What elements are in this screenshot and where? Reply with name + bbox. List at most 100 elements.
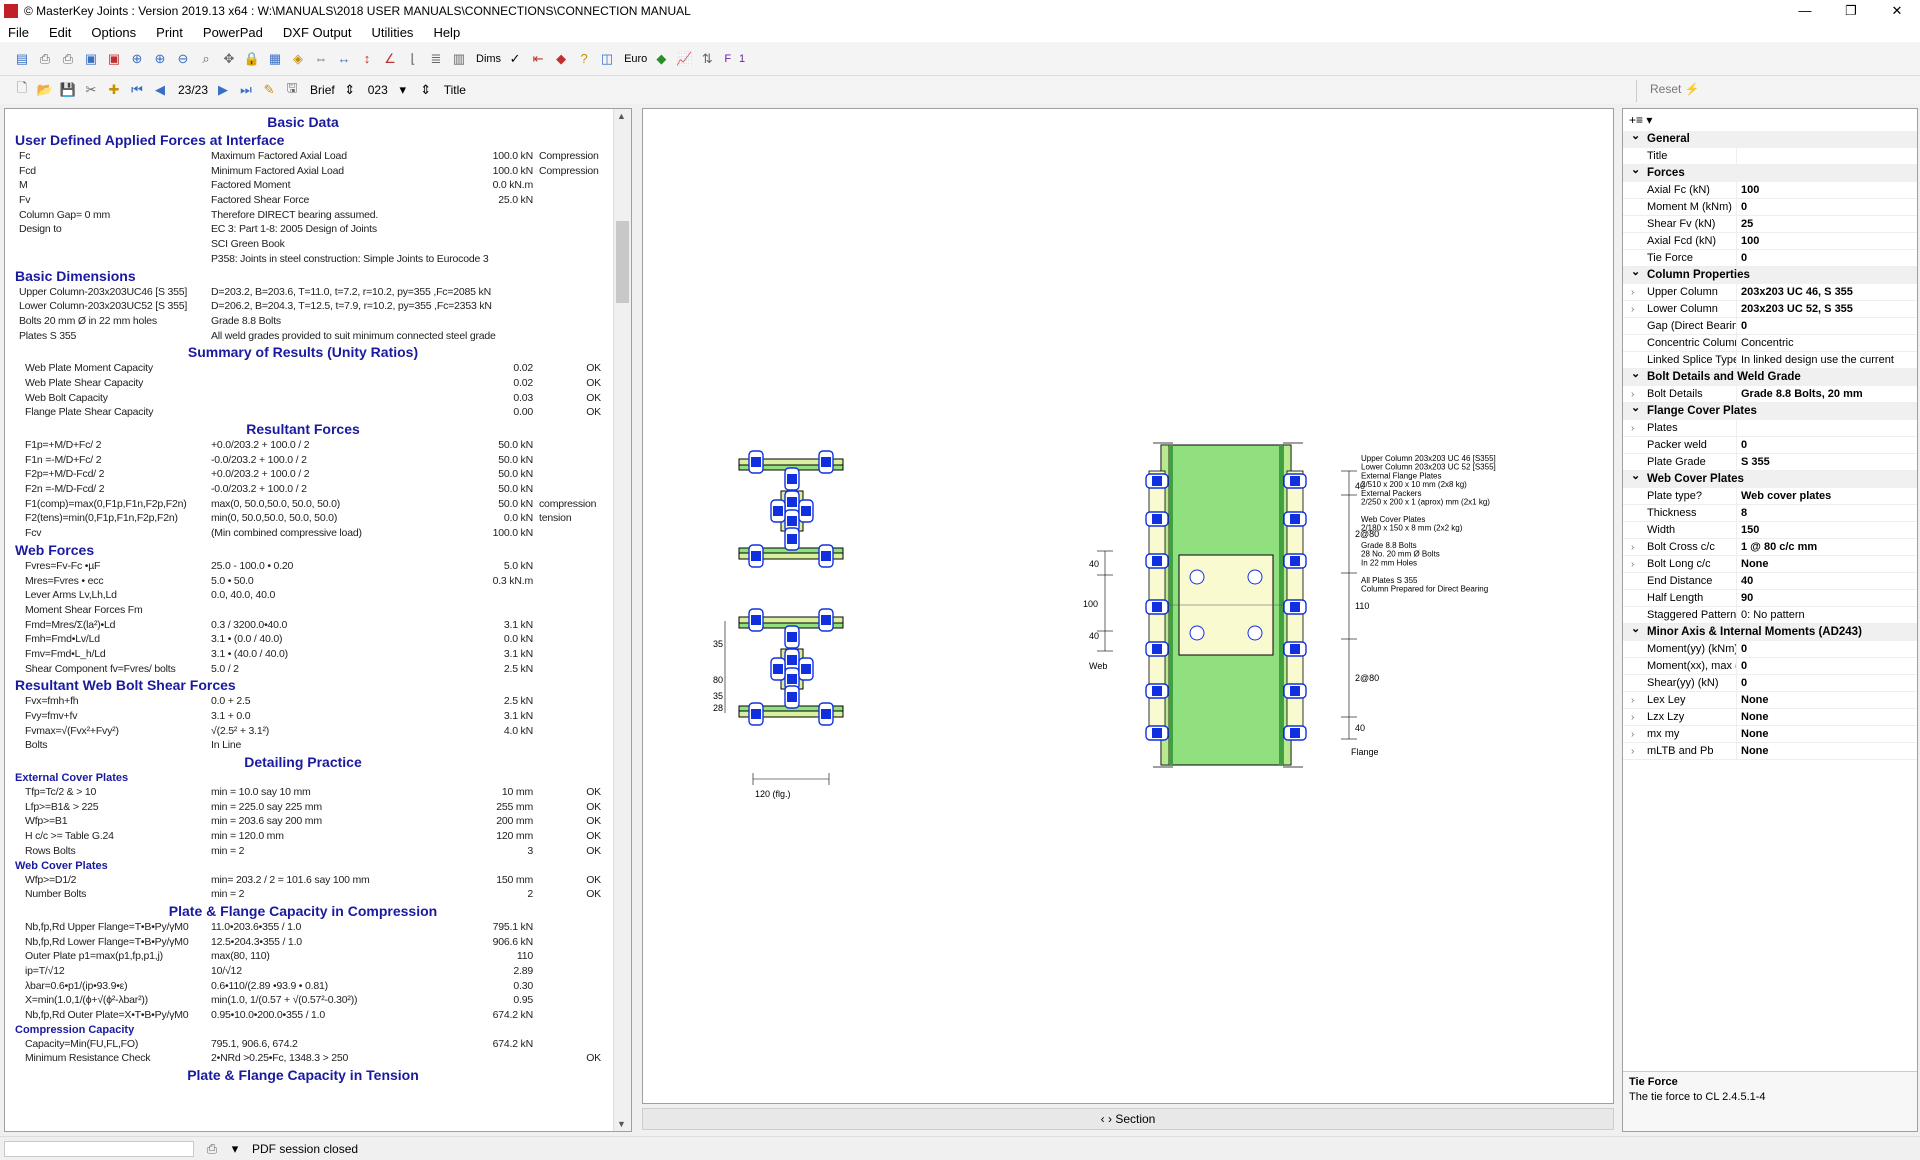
next-page-icon[interactable]: ▶ (218, 82, 229, 97)
zoom-in-icon[interactable]: ⊕ (154, 50, 166, 66)
preview-icon[interactable]: ▤ (15, 50, 29, 66)
printer-icon[interactable]: ⎙ (206, 1140, 218, 1156)
property-row[interactable]: Gap (Direct Bearing)0 (1623, 318, 1917, 335)
expand-icon[interactable]: › (1631, 423, 1635, 434)
property-value[interactable]: 150 (1737, 522, 1917, 539)
property-row[interactable]: Title (1623, 148, 1917, 165)
brief-spinner-icon[interactable]: ⇕ (344, 82, 356, 97)
first-page-icon[interactable]: ⏮ (131, 82, 143, 97)
menu-dxf-output[interactable]: DXF Output (282, 24, 352, 40)
menu-options[interactable]: Options (91, 24, 137, 40)
scroll-up-icon[interactable]: ▲ (617, 111, 626, 121)
property-row[interactable]: Shear Fv (kN)25 (1623, 216, 1917, 233)
property-row[interactable]: Axial Fcd (kN)100 (1623, 233, 1917, 250)
property-value[interactable]: 25 (1737, 216, 1917, 233)
property-value[interactable] (1737, 420, 1917, 437)
title-toggle[interactable]: Title (443, 83, 466, 97)
menu-print[interactable]: Print (156, 24, 183, 40)
check-icon[interactable]: ✓ (509, 50, 521, 66)
property-category[interactable]: Flange Cover Plates (1623, 400, 1917, 420)
property-value[interactable]: 0 (1737, 675, 1917, 692)
pan-icon[interactable]: ✥ (223, 50, 235, 66)
drawing-canvas[interactable]: 35 80 35 28 120 (flg.) (642, 108, 1614, 1104)
reset-button[interactable]: Reset ⚡ (1650, 82, 1700, 96)
tools-icon[interactable]: ✎ (263, 82, 275, 97)
scroll-thumb[interactable] (616, 221, 629, 303)
property-row[interactable]: ›Plates (1623, 420, 1917, 437)
euro-toggle[interactable]: Euro (624, 52, 648, 65)
expand-icon[interactable]: › (1631, 695, 1635, 706)
property-category[interactable]: Column Properties (1623, 264, 1917, 284)
3d-view-icon[interactable]: ◆ (656, 50, 667, 66)
property-value[interactable]: 0 (1737, 250, 1917, 267)
zoom-window-icon[interactable]: ⊕ (131, 50, 143, 66)
property-category[interactable]: Bolt Details and Weld Grade (1623, 366, 1917, 386)
expand-icon[interactable]: › (1631, 559, 1635, 570)
property-row[interactable]: Shear(yy) (kN)0 (1623, 675, 1917, 692)
property-value[interactable]: None (1737, 709, 1917, 726)
layers-icon[interactable]: ▥ (452, 50, 466, 66)
property-value[interactable]: Grade 8.8 Bolts, 20 mm (1737, 386, 1917, 403)
zoom-extents-icon[interactable]: ⌕ (202, 50, 210, 66)
drawing-view-selector[interactable]: ‹ › Section (642, 1108, 1614, 1130)
number-spinner-icon[interactable]: ⇕ (420, 82, 432, 97)
property-category[interactable]: Forces (1623, 162, 1917, 182)
menu-utilities[interactable]: Utilities (371, 24, 414, 40)
property-row[interactable]: Moment(yy) (kNm)0 (1623, 641, 1917, 658)
property-row[interactable]: Axial Fc (kN)100 (1623, 182, 1917, 199)
property-value[interactable]: 203x203 UC 46, S 355 (1737, 284, 1917, 301)
printer-dropdown-icon[interactable]: ▾ (231, 1140, 239, 1156)
dim-horizontal-icon[interactable]: ↔ (337, 51, 351, 66)
arrows-icon[interactable]: ⇔ (314, 51, 328, 66)
fill-icon[interactable]: ◈ (293, 50, 303, 66)
report-scrollbar[interactable]: ▲ ▼ (613, 109, 631, 1131)
menu-powerpad[interactable]: PowerPad (202, 24, 263, 40)
number-select[interactable]: 023 (367, 83, 388, 97)
property-value[interactable]: 40 (1737, 573, 1917, 590)
menu-edit[interactable]: Edit (48, 24, 72, 40)
number-dropdown-icon[interactable]: ▾ (399, 82, 407, 97)
last-page-icon[interactable]: ⏭ (240, 82, 252, 97)
property-value[interactable]: None (1737, 726, 1917, 743)
chart-icon[interactable]: 📈 (676, 50, 693, 66)
dim-angle-icon[interactable]: ∠ (384, 50, 396, 66)
save-icon[interactable]: 💾 (59, 82, 77, 97)
expand-icon[interactable]: › (1631, 287, 1635, 298)
expand-icon[interactable]: › (1631, 729, 1635, 740)
split-view-icon[interactable]: ◫ (600, 50, 614, 66)
expand-icon[interactable]: › (1631, 389, 1635, 400)
property-value[interactable]: 90 (1737, 590, 1917, 607)
property-value[interactable]: 0 (1737, 658, 1917, 675)
expand-icon[interactable]: › (1631, 542, 1635, 553)
pdf-icon[interactable]: ▣ (107, 50, 121, 66)
menu-file[interactable]: File (8, 24, 29, 40)
add-icon[interactable]: ✚ (108, 82, 120, 97)
property-category[interactable]: General (1623, 128, 1917, 148)
disk-icon[interactable]: 🖫 (286, 80, 298, 95)
property-value[interactable]: 0: No pattern (1737, 607, 1917, 624)
forward-1-button[interactable]: 1 (739, 52, 746, 65)
property-value[interactable]: None (1737, 692, 1917, 709)
lock-icon[interactable]: 🔒 (243, 50, 261, 66)
property-value[interactable]: Web cover plates (1737, 488, 1917, 505)
categorize-icon[interactable]: +≡ ▾ (1629, 113, 1653, 127)
scroll-down-icon[interactable]: ▼ (617, 1119, 626, 1129)
text-icon[interactable]: ≣ (430, 50, 442, 66)
property-value[interactable]: 0 (1737, 318, 1917, 335)
